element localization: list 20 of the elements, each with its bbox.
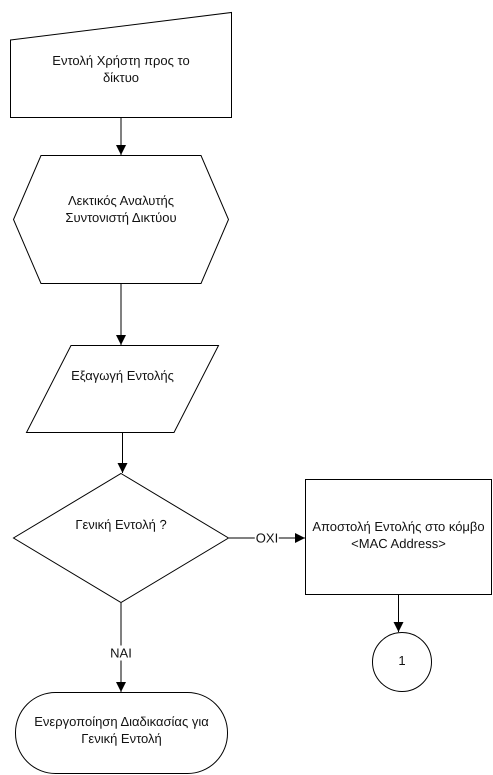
node-label: 1 (398, 652, 406, 670)
decision-diamond (13, 473, 229, 603)
connector-circle (372, 632, 432, 692)
arrow (394, 594, 404, 632)
node-label: Αποστολή Εντολής στο κόμβο <MAC Address> (311, 518, 486, 552)
node-label: Εντολή Χρήστη προς το δίκτυο (51, 52, 191, 86)
manual-input-shape (10, 12, 232, 118)
data-parallelogram (26, 345, 219, 433)
preparation-hexagon (13, 155, 229, 284)
edge-label: ΟΧΙ (254, 530, 280, 546)
arrow (116, 284, 126, 346)
process-box (305, 479, 492, 595)
arrow (116, 118, 126, 156)
arrow (118, 432, 128, 474)
node-label: Γενική Εντολή ? (75, 516, 167, 532)
edge-label: ΝΑΙ (109, 645, 133, 660)
arrow (116, 602, 126, 692)
node-label: Εξαγωγή Εντολής (71, 366, 174, 384)
node-label: Ενεργοποίηση Διαδικασίας για Γενική Εντολή (33, 713, 210, 748)
node-label: Λεκτικός Αναλυτής Συντονιστή Δικτύου (64, 192, 178, 226)
